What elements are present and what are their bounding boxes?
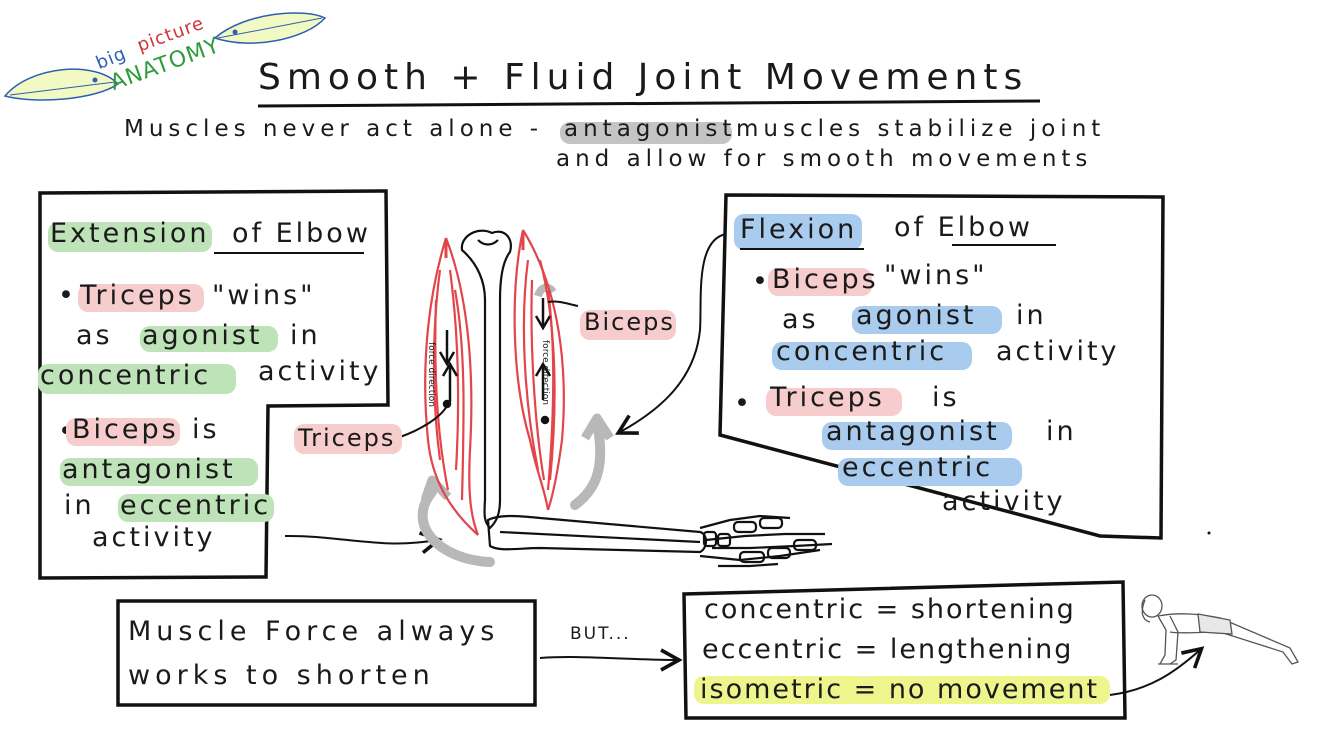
page-title: Smooth + Fluid Joint Movements: [258, 57, 1029, 98]
flexion-underline: [740, 248, 864, 250]
flex-b2-activity: activity: [942, 486, 1066, 517]
bullet: •: [734, 388, 753, 419]
biceps-label: Biceps: [584, 308, 675, 336]
ext-b1-triceps: Triceps: [80, 280, 195, 311]
triceps-force-label: force direction: [425, 342, 436, 407]
eccentric-flex-highlight: [838, 458, 1022, 486]
stray-dot: [1207, 531, 1211, 535]
ext-b1-in: in: [290, 320, 321, 351]
isometric-highlight: [694, 676, 1110, 704]
extension-box-outline: [38, 189, 390, 580]
biceps-muscle-icon: [513, 229, 565, 511]
flex-b2-in: in: [1046, 416, 1077, 447]
subtitle-line1-post: muscles stabilize joint: [736, 116, 1106, 142]
flex-b2-is: is: [932, 382, 960, 413]
agonist-flex-highlight: [852, 306, 1002, 334]
antagonist-flex-highlight: [822, 422, 1012, 450]
triceps-highlight: [78, 284, 204, 312]
logo-fish-icon: [3, 12, 327, 101]
extension-highlight: [48, 222, 212, 252]
title-underline: [257, 99, 1041, 108]
muscle-force-line1: Muscle Force always: [128, 616, 500, 647]
ext-b2-in: in: [64, 490, 95, 521]
ext-b2-eccentric: eccentric: [120, 490, 272, 521]
biceps-highlight: [66, 418, 180, 446]
agonist-highlight: [140, 326, 278, 352]
biceps-flex-highlight: [768, 268, 872, 296]
flex-b1-in: in: [1016, 300, 1047, 331]
ext-b1-activity: activity: [258, 356, 382, 387]
muscle-force-box-outline: [116, 599, 537, 707]
concentric-flex-highlight: [772, 342, 972, 370]
flexion-underline-2: [952, 244, 1056, 246]
flexion-highlight: [734, 214, 862, 250]
ext-b1-concentric: concentric: [40, 360, 212, 391]
ext-b1-agonist: agonist: [142, 320, 263, 351]
subtitle-line2: and allow for smooth movements: [556, 146, 1093, 172]
concentric-highlight: [38, 364, 236, 394]
definition-isometric: isometric = no movement: [700, 674, 1100, 705]
ext-b2-is: is: [192, 414, 220, 445]
muscle-force-line2: works to shorten: [128, 660, 435, 691]
arm-bones-icon: [460, 229, 833, 568]
flexion-box-outline: [718, 193, 1165, 540]
flexion-motion-arrow: [570, 423, 606, 510]
biceps-label-highlight: [580, 310, 676, 340]
flex-b1-concentric: concentric: [776, 336, 948, 367]
triceps-label: Triceps: [298, 424, 396, 452]
extension-heading: Extension: [50, 218, 210, 249]
ext-b2-activity: activity: [92, 522, 216, 553]
triceps-flex-highlight: [766, 388, 902, 416]
bullet: •: [58, 280, 77, 311]
but-arrow: [539, 648, 683, 672]
flex-b1-as: as: [782, 304, 819, 335]
flexion-heading: Flexion: [740, 214, 858, 245]
triceps-label-highlight: [294, 424, 402, 454]
ext-b1-as: as: [76, 320, 113, 351]
ext-b2-biceps: Biceps: [72, 414, 179, 445]
subtitle-line1-hl: antagonist: [564, 116, 737, 142]
flex-b2-eccentric: eccentric: [842, 452, 994, 483]
biceps-force-label: force direction: [539, 340, 550, 405]
extension-motion-arrowhead: [420, 475, 452, 502]
flex-b1-agonist: agonist: [856, 300, 977, 331]
biceps-leader-line: [547, 300, 579, 307]
extension-heading-rest: of Elbow: [232, 218, 371, 249]
extension-to-arm-arrow: [284, 531, 443, 555]
flex-b1-wins: "wins": [884, 260, 988, 291]
subtitle-line1-pre: Muscles never act alone -: [124, 116, 544, 142]
ext-b1-wins: "wins": [212, 280, 316, 311]
plank-figure-icon: [1141, 594, 1299, 665]
force-direction-arrows: [438, 298, 552, 425]
ext-b2-antagonist: antagonist: [62, 454, 236, 485]
antagonist-ext-highlight: [60, 458, 258, 486]
flexion-heading-rest: of Elbow: [894, 212, 1033, 243]
flex-b1-activity: activity: [996, 336, 1120, 367]
flexion-motion-arrowhead: [581, 413, 614, 441]
flexion-to-arm-arrow: [615, 233, 727, 435]
bicep-gray-mark: [534, 283, 557, 298]
but-label: BUT...: [570, 624, 631, 644]
eccentric-ext-highlight: [118, 494, 274, 522]
definitions-box-outline: [682, 580, 1127, 720]
flex-b2-triceps: Triceps: [770, 382, 885, 413]
definition-eccentric: eccentric = lengthening: [702, 634, 1074, 665]
bullet: •: [752, 266, 771, 297]
isometric-arrow: [1109, 646, 1205, 696]
extension-heading-underline: [214, 252, 364, 254]
definition-concentric: concentric = shortening: [704, 594, 1076, 625]
flex-b1-biceps: Biceps: [772, 264, 879, 295]
extension-motion-arrow: [417, 487, 495, 567]
triceps-leader-line: [399, 405, 448, 438]
antagonist-highlight: [560, 122, 732, 144]
flex-b2-antagonist: antagonist: [826, 416, 1000, 447]
